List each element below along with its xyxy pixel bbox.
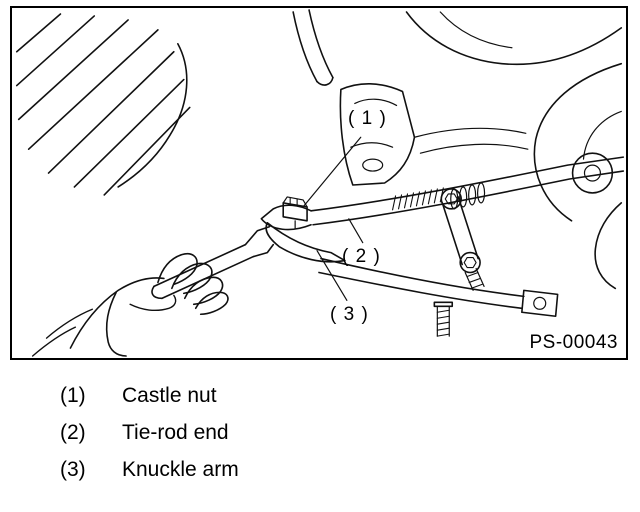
body-panels: [405, 11, 623, 290]
legend-number: (3): [60, 458, 86, 481]
legend-label: Tie-rod end: [122, 421, 229, 444]
legend-number: (2): [60, 421, 86, 444]
legend-label: Knuckle arm: [122, 458, 239, 481]
leader-3: [316, 250, 348, 301]
legend-label: Castle nut: [122, 384, 217, 407]
figure-frame: ( 1 ) ( 2 ) ( 3 ) PS-00043: [10, 6, 628, 360]
figure-legend: (1) Castle nut (2) Tie-rod end (3) Knuck…: [60, 384, 580, 495]
stabilizer-link: [440, 188, 485, 291]
lateral-link: [318, 257, 559, 318]
castle-nut: [282, 202, 308, 222]
tie-rod: [310, 156, 625, 226]
legend-item-tie-rod-end: (2) Tie-rod end: [60, 421, 580, 458]
finned-housing: [15, 13, 191, 196]
hand: [31, 252, 229, 357]
hose: [292, 9, 334, 86]
callout-1: ( 1 ): [348, 108, 387, 129]
leader-1: [302, 136, 362, 208]
callout-2: ( 2 ): [342, 246, 381, 267]
legend-item-knuckle-arm: (3) Knuckle arm: [60, 458, 580, 495]
callout-3: ( 3 ): [330, 304, 369, 325]
leader-2: [348, 218, 364, 244]
leader-lines: [302, 136, 364, 301]
tie-rod-end: [260, 196, 312, 231]
strut-bracket: [339, 83, 416, 186]
knuckle-arm: [265, 221, 346, 263]
figure-code: PS-00043: [529, 332, 618, 353]
mount-bolt: [433, 301, 454, 337]
suspension-illustration: [15, 9, 625, 357]
wrench: [151, 225, 275, 300]
legend-number: (1): [60, 384, 86, 407]
legend-item-castle-nut: (1) Castle nut: [60, 384, 580, 421]
